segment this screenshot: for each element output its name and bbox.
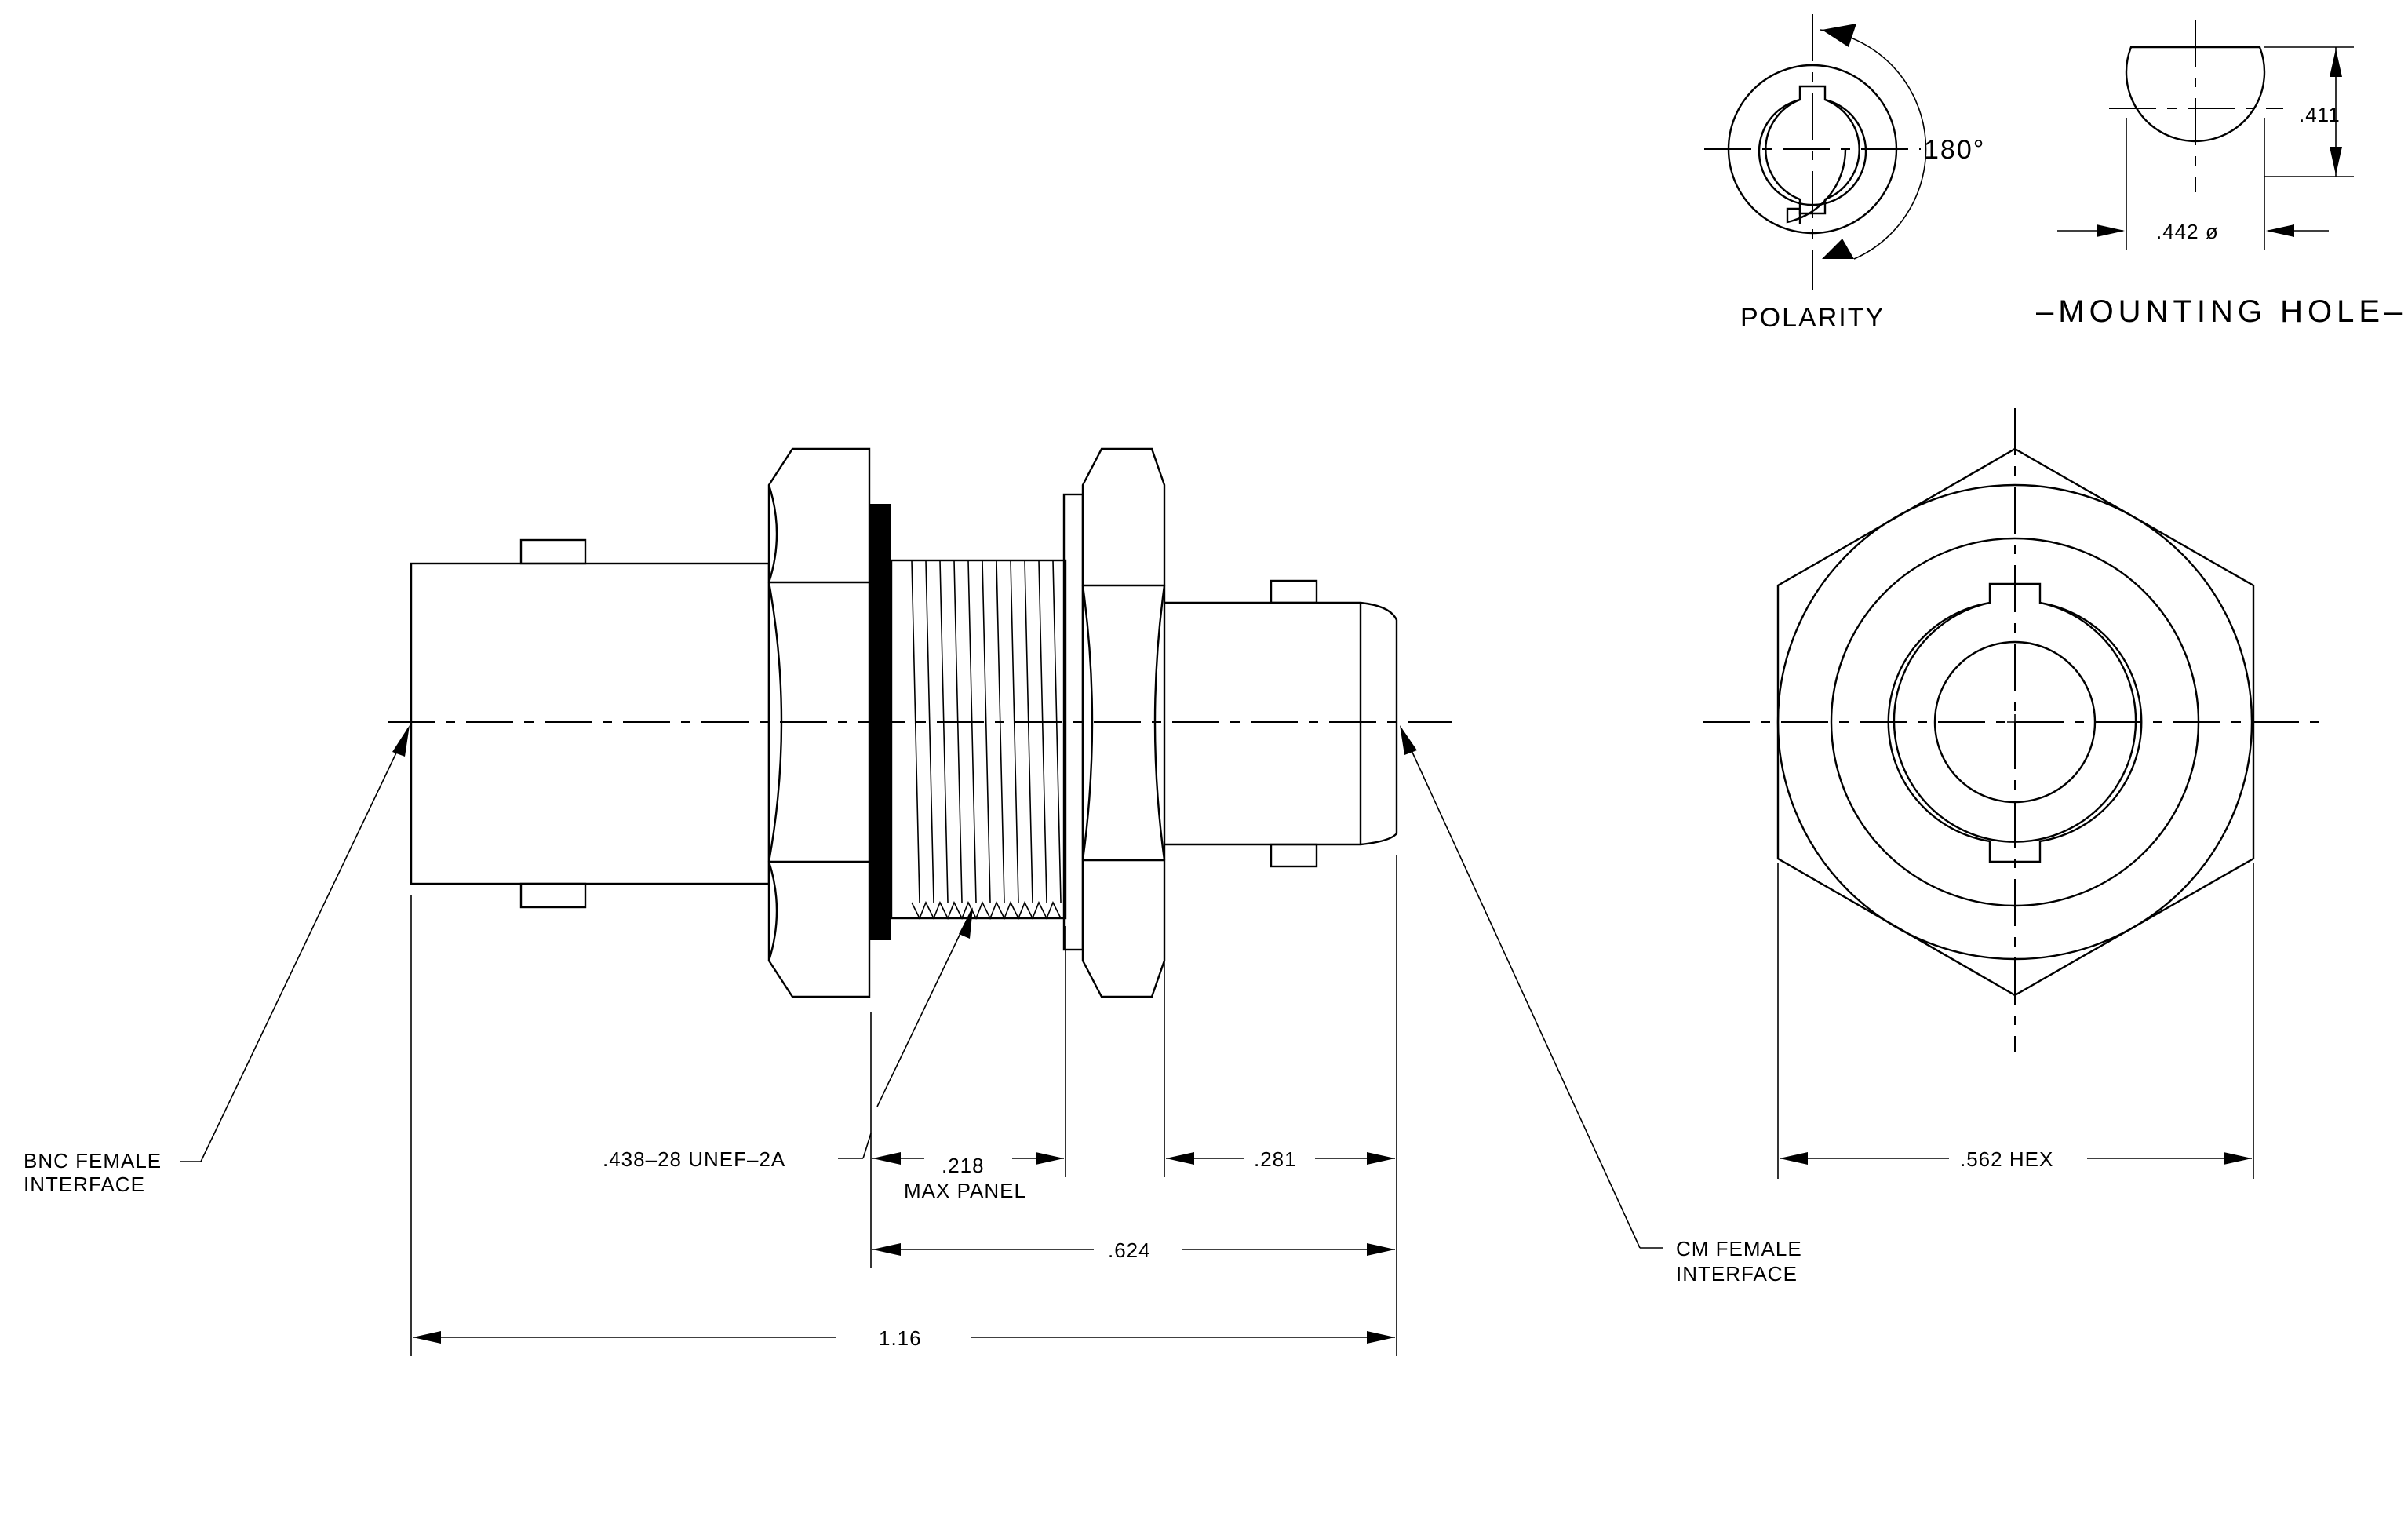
thread-spec: .438–28 UNEF–2A xyxy=(603,1147,785,1171)
bnc-label-line1: BNC FEMALE xyxy=(24,1149,162,1173)
panel-dim: .218 xyxy=(942,1154,985,1177)
end-view xyxy=(1703,408,2330,1052)
panel-label: MAX PANEL xyxy=(904,1179,1026,1202)
polarity-angle: 180° xyxy=(1924,135,1985,165)
dim-116: 1.16 xyxy=(879,1326,922,1350)
dim-281: .281 xyxy=(1254,1147,1297,1171)
hex-dim: .562 HEX xyxy=(1960,1147,2053,1171)
mounting-hole-title: –MOUNTING HOLE– xyxy=(2036,294,2406,329)
side-view xyxy=(388,447,1452,998)
thread-lines xyxy=(911,560,1062,920)
cm-label-line2: INTERFACE xyxy=(1676,1262,1798,1286)
mounting-hole-diameter: .442 ø xyxy=(2156,220,2219,243)
polarity-title: POLARITY xyxy=(1740,303,1885,333)
mounting-hole-height: .411 xyxy=(2299,103,2341,126)
dim-624: .624 xyxy=(1108,1238,1151,1262)
polarity-view: 180° POLARITY xyxy=(1704,14,1985,333)
cm-label-line1: CM FEMALE xyxy=(1676,1237,1802,1260)
end-view-dimension: .562 HEX xyxy=(1777,863,2254,1179)
side-view-dimensions: .218 MAX PANEL .281 .624 1.16 .438–28 UN… xyxy=(24,725,1802,1356)
bnc-label-line2: INTERFACE xyxy=(24,1173,145,1196)
mounting-hole-view: .411 .442 ø –MOUNTING HOLE– xyxy=(2036,20,2406,329)
